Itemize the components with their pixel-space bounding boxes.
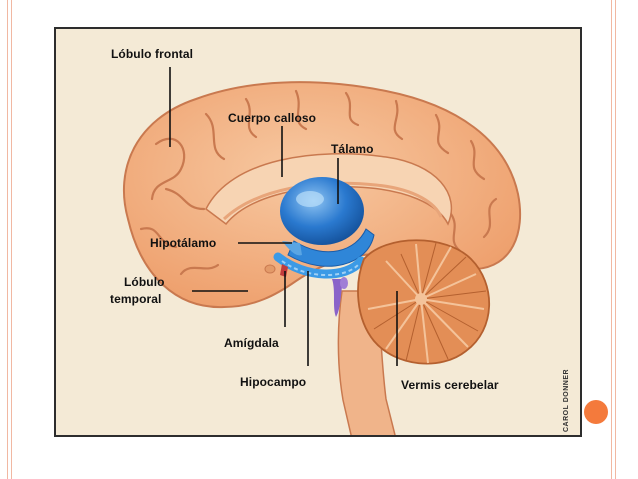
right-edge-line	[611, 0, 612, 479]
left-edge-line-2	[11, 0, 12, 479]
midbrain-structure	[332, 279, 344, 317]
cerebellum-folia	[367, 243, 485, 364]
label-hipocampo: Hipocampo	[240, 375, 307, 389]
label-talamo: Tálamo	[331, 142, 374, 156]
hypothalamus	[282, 241, 302, 256]
label-lobulo-frontal: Lóbulo frontal	[111, 47, 194, 61]
label-vermis-cerebelar: Vermis cerebelar	[401, 378, 499, 392]
illustrator-credit: CAROL DONNER	[563, 368, 570, 432]
right-edge-line-2	[615, 0, 616, 479]
label-cuerpo-calloso: Cuerpo calloso	[228, 111, 317, 125]
label-amigdala: Amígdala	[224, 336, 279, 350]
brain-illustration	[122, 67, 522, 435]
pituitary	[264, 264, 276, 274]
slide-accent-circle	[584, 400, 608, 424]
label-hipotalamo: Hipotálamo	[150, 236, 217, 250]
label-lobulo-temporal-line1: Lóbulo	[124, 275, 165, 289]
amygdala	[280, 264, 288, 277]
leader-lines	[169, 67, 398, 366]
thalamus	[280, 177, 364, 245]
label-lobulo-temporal-line2: temporal	[110, 292, 162, 306]
hippocampus-structure	[287, 228, 375, 267]
brain-diagram-frame: Lóbulo frontal Cuerpo calloso Tálamo Hip…	[54, 27, 582, 437]
left-edge-line	[7, 0, 8, 479]
